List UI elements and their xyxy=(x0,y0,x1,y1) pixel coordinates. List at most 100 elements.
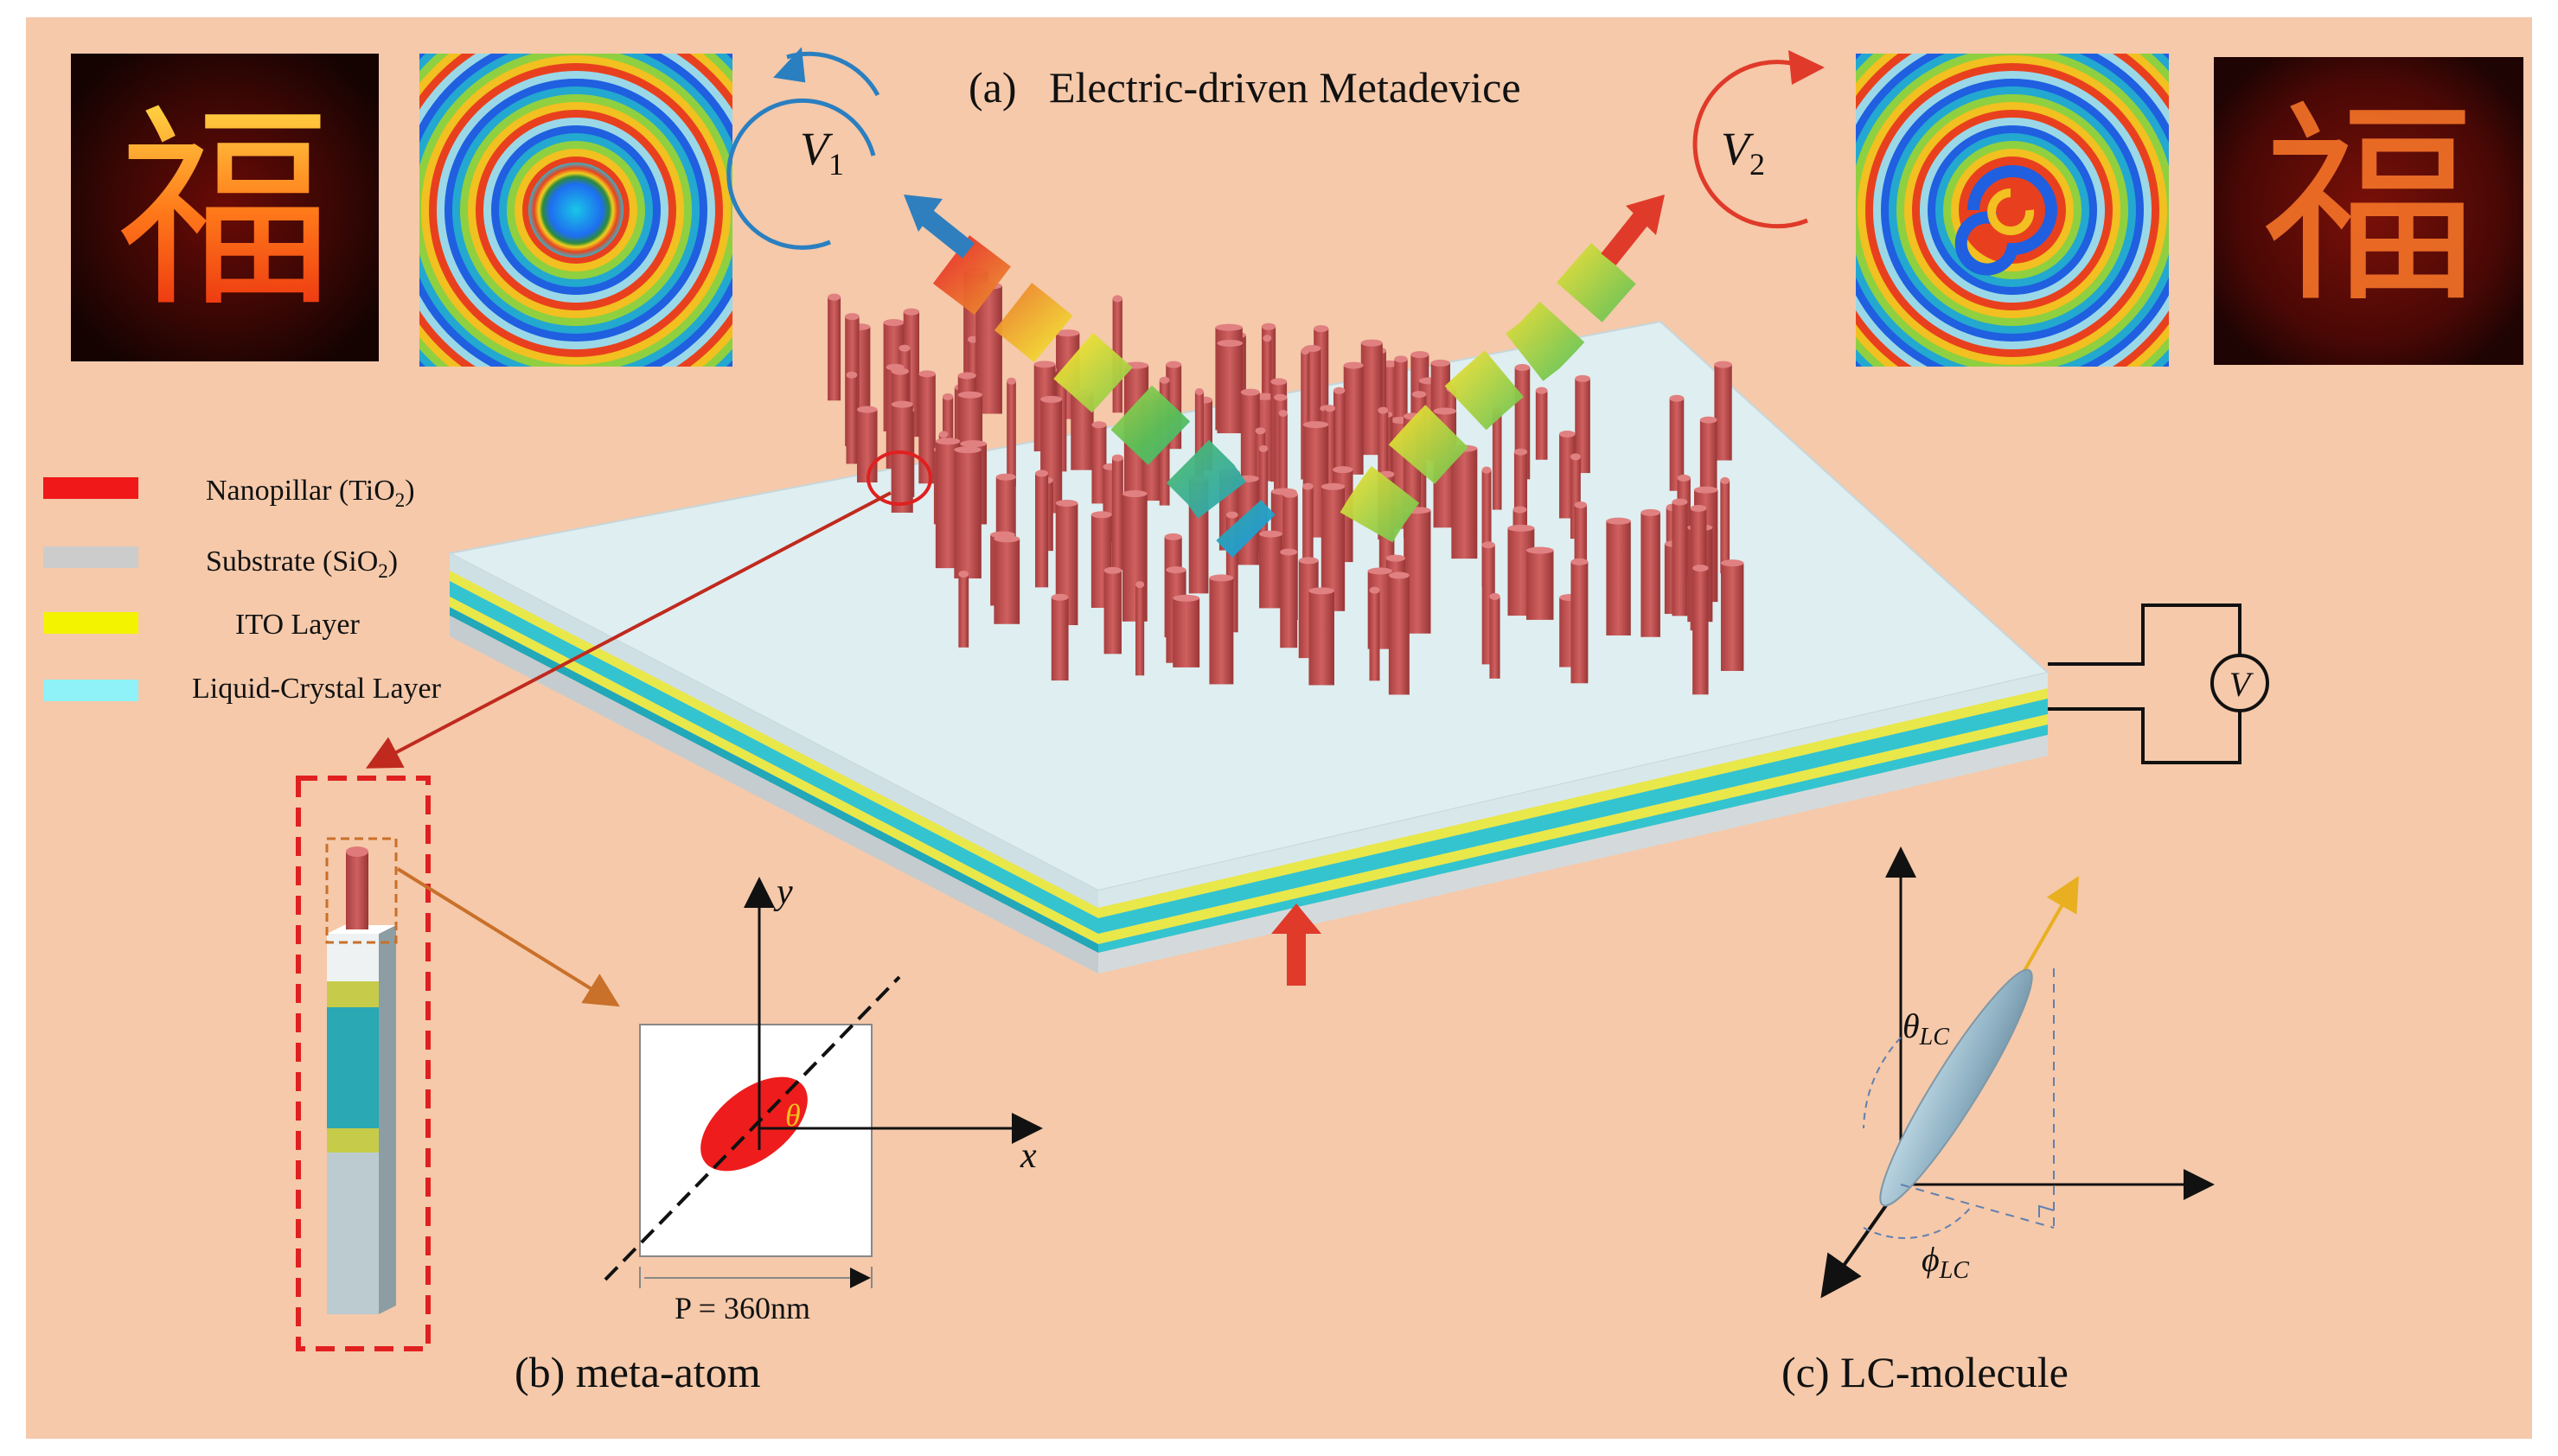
nanopillar xyxy=(1091,425,1107,504)
reflected-beam-right xyxy=(1340,195,1665,543)
nanopillar-top xyxy=(1343,361,1364,369)
period-label: P = 360nm xyxy=(675,1291,810,1325)
nanopillar-top xyxy=(1302,421,1329,429)
phase-map-right xyxy=(1856,54,2169,367)
svg-text:V2: V2 xyxy=(1721,123,1765,182)
phase-map-left xyxy=(419,54,732,367)
nanopillar xyxy=(1343,365,1364,475)
nanopillar-top xyxy=(1525,546,1554,554)
meta-atom-panel: y x θ P = 360nm xyxy=(296,776,1043,1351)
phi-lc-label: ϕ xyxy=(1922,1240,1940,1279)
title-b: (b) meta-atom xyxy=(515,1348,761,1396)
nanopillar xyxy=(1481,469,1492,587)
nanopillar-top xyxy=(1302,482,1314,490)
meta-atom-dashed-box xyxy=(296,776,431,1351)
svg-text:θLC: θLC xyxy=(1903,1006,1949,1050)
reflected-beam-left xyxy=(904,195,1276,558)
nanopillar-top xyxy=(1258,445,1269,453)
nanopillar-top xyxy=(1261,322,1276,330)
nanopillar xyxy=(1714,364,1732,461)
nanopillar-top xyxy=(1720,476,1730,484)
nanopillar xyxy=(828,297,841,401)
nanopillar-top xyxy=(1513,448,1527,456)
hologram-image-right: 福 xyxy=(2214,57,2523,365)
nanopillar-top xyxy=(1301,348,1310,355)
nanopillar-top xyxy=(1225,511,1238,519)
nanopillar-top xyxy=(1280,548,1298,556)
nanopillar-top xyxy=(1033,361,1056,368)
nanopillar-top xyxy=(1690,504,1707,512)
nanopillar-top xyxy=(1035,469,1049,477)
svg-text:Nanopillar (TiO2): Nanopillar (TiO2) xyxy=(206,475,415,511)
nanopillar-top xyxy=(1166,361,1182,368)
y-axis-label: y xyxy=(773,872,793,912)
svg-text:ϕLC: ϕLC xyxy=(1922,1240,1969,1284)
nanopillar-top xyxy=(857,406,878,413)
nanopillar-top xyxy=(1040,395,1063,403)
legend-tail-nanopillar: ) xyxy=(405,475,414,507)
nanopillar-top xyxy=(1217,339,1244,347)
nanopillar-top xyxy=(1173,594,1200,602)
nanopillar-top xyxy=(1090,511,1112,519)
nanopillar-top xyxy=(958,571,969,578)
nanopillar-ellipse xyxy=(700,1076,808,1172)
nanopillar-top xyxy=(883,319,905,327)
voltage-circuit: V xyxy=(2048,603,2269,764)
legend-swatch-nanopillar xyxy=(43,477,138,499)
nanopillar xyxy=(1051,597,1069,681)
nanopillar-top xyxy=(1111,454,1123,462)
nanopillar xyxy=(1451,448,1478,559)
nanopillar xyxy=(1669,398,1685,491)
nanopillar-top xyxy=(1672,498,1688,506)
legend-sub-substrate: 2 xyxy=(378,560,388,582)
nanopillar xyxy=(1302,486,1314,571)
legend-label-lc: Liquid-Crystal Layer xyxy=(192,673,442,705)
incident-beam xyxy=(1263,904,1332,1280)
nanopillar-top xyxy=(1388,572,1410,579)
selected-pillar-circle xyxy=(867,450,932,506)
nanopillar xyxy=(994,539,1020,624)
nanopillar xyxy=(1640,512,1660,637)
nanopillar-top xyxy=(960,440,988,448)
nanopillar-top xyxy=(994,535,1020,543)
nanopillar-top xyxy=(846,371,858,379)
nanopillar-top xyxy=(1606,517,1631,525)
nanopillar xyxy=(1369,590,1380,681)
nanopillar xyxy=(1194,392,1204,489)
nanopillar-top xyxy=(1321,482,1346,490)
nanopillar-top xyxy=(1007,377,1016,385)
title-a: (a) Electric-driven Metadevice xyxy=(969,63,1521,112)
svg-text:Substrate (SiO2): Substrate (SiO2) xyxy=(206,546,398,582)
v2-subscript: 2 xyxy=(1749,147,1765,182)
nanopillar-top xyxy=(1433,407,1457,415)
legend-label-nanopillar: Nanopillar (TiO xyxy=(206,475,395,507)
legend-sub-nanopillar: 2 xyxy=(395,489,406,511)
hologram-glyph-left: 福 xyxy=(117,85,333,336)
nanopillar xyxy=(1278,413,1288,528)
theta-lc-label: θ xyxy=(1903,1006,1920,1045)
nanopillar-top xyxy=(1385,554,1406,562)
theta-label: θ xyxy=(785,1098,801,1133)
nanopillar xyxy=(1489,596,1500,679)
nanopillar-top xyxy=(1369,586,1380,594)
nanopillar-top xyxy=(1720,559,1744,567)
nanopillar-top xyxy=(1514,364,1531,372)
nanopillar-top xyxy=(1166,566,1186,574)
nanopillar-top xyxy=(1135,581,1145,589)
nanopillar-top xyxy=(1278,410,1288,418)
nanopillar xyxy=(1606,520,1631,635)
nanopillar xyxy=(1209,578,1234,685)
nanopillar-top xyxy=(954,446,982,454)
voltmeter xyxy=(2210,654,2269,712)
nanopillar xyxy=(846,374,858,464)
nanopillar xyxy=(1263,338,1272,437)
hologram-glyph-right: 福 xyxy=(2261,80,2478,332)
nanopillar-top xyxy=(1692,565,1709,572)
nanopillar-top xyxy=(1481,541,1495,549)
nanopillar-top xyxy=(1367,567,1393,575)
nanopillar xyxy=(1035,473,1049,588)
legend-label-ito: ITO Layer xyxy=(235,609,360,641)
nanopillar-top xyxy=(845,313,860,321)
nanopillar-top xyxy=(1314,325,1329,333)
nanopillar-top xyxy=(1240,388,1260,396)
